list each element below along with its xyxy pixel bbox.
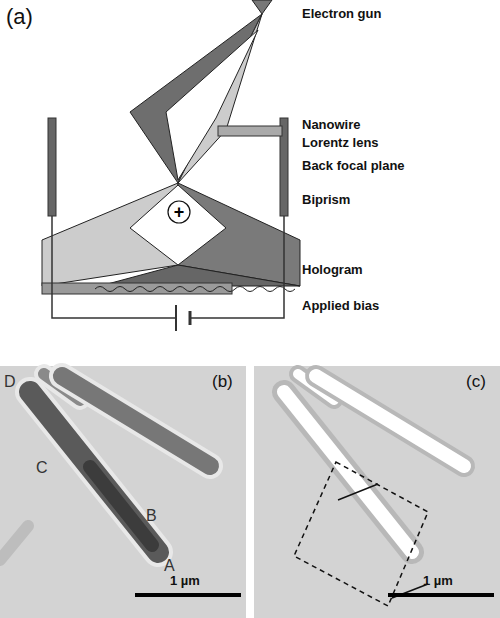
part-label: Nanowire Lorentz lens xyxy=(302,116,402,152)
nanowire xyxy=(218,126,282,136)
battery-symbol xyxy=(175,305,177,331)
fringes xyxy=(95,287,295,292)
nanowire-image xyxy=(30,392,158,552)
wire-letter: C xyxy=(36,458,48,477)
nanowire-image xyxy=(284,392,412,552)
scale-bar xyxy=(135,593,241,597)
part-label: Applied bias xyxy=(302,298,379,314)
part-label: Hologram xyxy=(302,262,363,278)
panel-letter: (c) xyxy=(466,372,486,392)
panel-letter: (a) xyxy=(6,4,33,30)
nanowire-image xyxy=(0,526,28,560)
battery-symbol xyxy=(189,311,192,325)
part-label: Biprism xyxy=(302,192,350,208)
wire-letter: B xyxy=(146,506,157,525)
electron-gun xyxy=(252,0,272,14)
nanowire-image xyxy=(284,392,412,552)
scale-label: 1 µm xyxy=(423,573,453,589)
part-label: Electron gun xyxy=(302,6,381,22)
profile-line xyxy=(338,484,378,500)
micrograph xyxy=(254,366,500,618)
nanowire-image xyxy=(30,392,158,552)
scale-bar xyxy=(388,593,494,597)
bias-wire xyxy=(52,216,284,318)
dashed-region xyxy=(294,462,428,606)
beam-gap xyxy=(166,30,258,180)
part-label: Back focal plane xyxy=(302,158,405,174)
biprism-node: + xyxy=(167,200,191,224)
hologram-plate xyxy=(42,283,232,294)
micrograph xyxy=(0,366,246,618)
panel-letter: (b) xyxy=(212,372,233,392)
beam-dark xyxy=(130,14,262,183)
nanowire-image xyxy=(90,467,152,545)
biprism-sign: + xyxy=(167,200,191,224)
wire-letter: A xyxy=(164,556,175,575)
wire-letter: D xyxy=(4,372,16,391)
electrode-plate xyxy=(48,118,56,216)
biprism-shadow xyxy=(130,185,226,265)
scale-label: 1 µm xyxy=(170,573,200,589)
